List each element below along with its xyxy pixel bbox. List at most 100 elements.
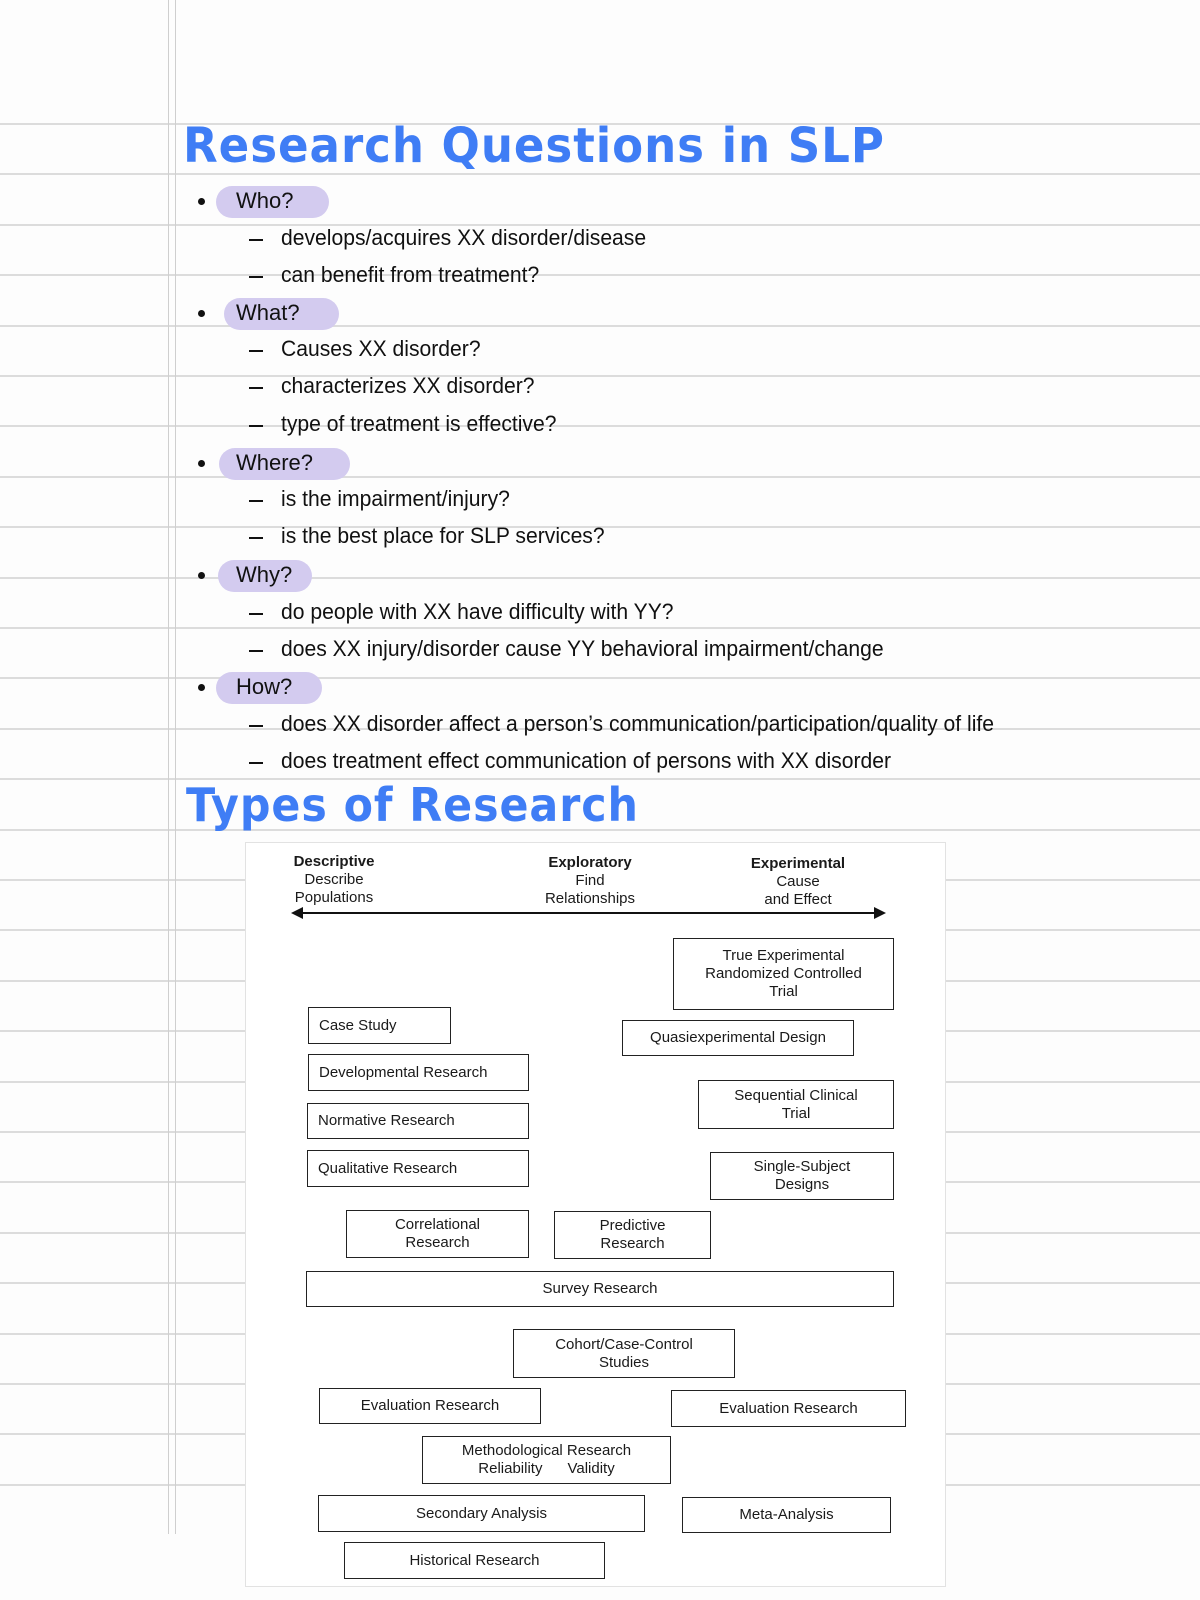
question-subitem: do people with XX have difficulty with Y… (281, 599, 674, 624)
bullet-icon (198, 460, 205, 467)
rule-line (0, 224, 1200, 226)
box-text-line: Research (600, 1235, 665, 1252)
box-text-line: Sequential Clinical (734, 1086, 858, 1104)
box-text-line: Secondary Analysis (416, 1504, 547, 1522)
box-text-line: Meta-Analysis (739, 1506, 834, 1523)
box-text-line: Methodological Research (461, 1442, 632, 1459)
box-text-line: Trial (769, 983, 798, 1000)
box-text-line: Research (405, 1234, 470, 1251)
rule-line (0, 375, 1200, 377)
bullet-icon (198, 310, 205, 317)
box-text-line: Predictive (599, 1217, 666, 1234)
box-text-line: Cohort/Case-Control (555, 1335, 693, 1353)
rule-line (0, 274, 1200, 276)
box-text-line: Randomized Controlled (705, 965, 862, 982)
rule-line (0, 123, 1200, 125)
continuum-descriptive: Descriptive Describe Populations (293, 853, 375, 906)
dash-icon (249, 387, 263, 389)
box-text-line: Normative Research (318, 1112, 455, 1129)
continuum-arrow (301, 912, 876, 914)
box-text-line: Survey Research (542, 1280, 658, 1297)
bullet-icon (198, 198, 205, 205)
box-evaluation-right: Evaluation Research (671, 1390, 906, 1427)
question-label: Who? (236, 188, 294, 213)
rule-line (0, 577, 1200, 579)
bullet-icon (198, 684, 205, 691)
heading-research-questions: Research Questions in SLP (183, 118, 885, 174)
question-subitem: does XX disorder affect a person’s commu… (281, 711, 995, 736)
box-text-line: Correlational (394, 1216, 481, 1233)
question-subitem: is the best place for SLP services? (281, 523, 605, 548)
rule-line (0, 526, 1200, 528)
dash-icon (249, 725, 263, 727)
box-text-line: Historical Research (409, 1551, 540, 1569)
box-text-line: Case Study (319, 1016, 397, 1034)
box-normative: Normative Research (307, 1103, 529, 1139)
question-label: What? (236, 300, 300, 325)
dash-icon (249, 650, 263, 652)
highlight-pill (218, 560, 312, 592)
box-text-line: Developmental Research (319, 1063, 488, 1081)
rule-line (0, 173, 1200, 175)
dash-icon (249, 500, 263, 502)
rule-line (0, 728, 1200, 730)
box-text-line: Designs (774, 1176, 830, 1193)
question-label: Why? (236, 562, 293, 587)
box-text-line: Quasiexperimental Design (650, 1029, 826, 1046)
box-case-study: Case Study (308, 1007, 451, 1044)
box-qualitative: Qualitative Research (307, 1150, 529, 1187)
box-text-line: Reliability Validity (478, 1460, 615, 1477)
margin-line-outer (168, 0, 169, 1534)
highlight-pill (224, 298, 339, 330)
arrow-left-icon (291, 907, 303, 919)
continuum-exploratory: Exploratory Find Relationships (544, 854, 636, 907)
box-text-line: Evaluation Research (360, 1397, 500, 1414)
box-historical: Historical Research (344, 1542, 605, 1579)
box-meta-analysis: Meta-Analysis (682, 1497, 891, 1533)
question-subitem: does treatment effect communication of p… (281, 748, 892, 773)
arrow-right-icon (874, 907, 886, 919)
dash-icon (249, 425, 263, 427)
box-text-line: Trial (781, 1104, 811, 1122)
types-of-research-diagram: Descriptive Describe Populations Explora… (245, 842, 946, 1587)
highlight-pill (216, 672, 322, 704)
dash-icon (249, 276, 263, 278)
box-text-line: Qualitative Research (318, 1159, 458, 1177)
rule-line (0, 627, 1200, 629)
question-subitem: does XX injury/disorder cause YY behavio… (281, 636, 884, 661)
rule-line (0, 677, 1200, 679)
question-subitem: develops/acquires XX disorder/disease (281, 225, 647, 250)
box-survey: Survey Research (306, 1271, 894, 1307)
rule-line (0, 829, 1200, 831)
rule-line (0, 425, 1200, 427)
bullet-icon (198, 572, 205, 579)
rule-line (0, 325, 1200, 327)
dash-icon (249, 239, 263, 241)
rule-line (0, 778, 1200, 780)
margin-line-inner (175, 0, 176, 1534)
continuum-experimental: Experimental Cause and Effect (750, 855, 846, 908)
box-quasiexperimental: Quasiexperimental Design (622, 1020, 854, 1056)
box-secondary-analysis: Secondary Analysis (318, 1495, 645, 1532)
dash-icon (249, 762, 263, 764)
highlight-pill (216, 186, 329, 218)
question-subitem: Causes XX disorder? (281, 336, 481, 361)
question-subitem: characterizes XX disorder? (281, 373, 535, 398)
dash-icon (249, 613, 263, 615)
box-evaluation-left: Evaluation Research (319, 1388, 541, 1424)
box-text-line: Studies (598, 1353, 650, 1371)
question-label: Where? (236, 450, 314, 475)
question-subitem: is the impairment/injury? (281, 486, 510, 511)
question-label: How? (236, 674, 293, 699)
question-subitem: can benefit from treatment? (281, 262, 540, 287)
heading-types-of-research: Types of Research (186, 778, 639, 832)
rule-line (0, 476, 1200, 478)
highlight-pill (219, 448, 350, 480)
